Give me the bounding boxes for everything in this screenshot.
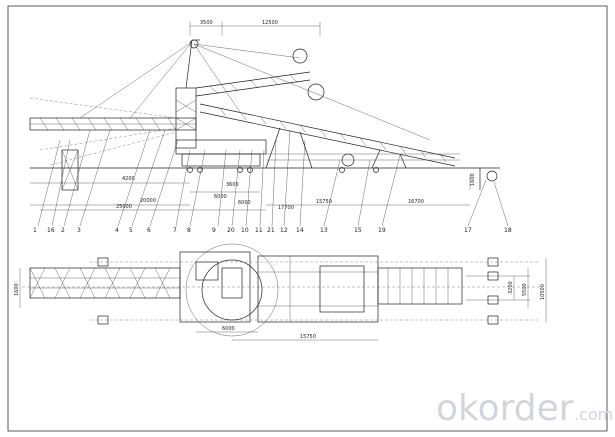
part-numbers: 1 16 2 3 4 5 6 7 8 9 20 10 11 21 12 14 1…	[33, 227, 512, 234]
part-number: 8	[187, 227, 191, 234]
part-number: 18	[504, 227, 512, 234]
dim-label: 16700	[408, 199, 424, 205]
dim-label: 17700	[278, 205, 294, 211]
part-number: 20	[227, 227, 235, 234]
dim-label: 25000	[116, 204, 132, 210]
part-number: 4	[115, 227, 119, 234]
part-number: 2	[61, 227, 65, 234]
watermark-brand: okorder	[436, 388, 574, 429]
dim-label: 3200	[508, 281, 514, 294]
part-number: 12	[280, 227, 288, 234]
part-number: 5	[129, 227, 133, 234]
dim-label: 15750	[316, 199, 332, 205]
dim-label: 12500	[262, 20, 278, 26]
dim-label: 15750	[300, 334, 316, 340]
dim-label: 10500	[540, 284, 546, 300]
dim-label: 20000	[140, 198, 156, 204]
dim-label: 4200	[122, 176, 135, 182]
part-number: 3	[77, 227, 81, 234]
part-number: 19	[378, 227, 386, 234]
dim-label: 5500	[522, 283, 528, 296]
part-number: 13	[320, 227, 328, 234]
part-number: 14	[296, 227, 304, 234]
part-number: 9	[212, 227, 216, 234]
dim-label: 6000	[214, 194, 227, 200]
dim-label: 1600	[14, 283, 20, 296]
dim-label: 6000	[222, 326, 235, 332]
watermark-suffix: .com	[574, 405, 613, 424]
plan-dimensions: 6000 15750 1600 3200 5500 10500	[14, 281, 546, 340]
watermark: okorder .com	[436, 388, 613, 429]
dim-label: 3500	[200, 20, 213, 26]
part-number: 6	[147, 227, 151, 234]
part-number: 17	[464, 227, 472, 234]
part-number: 11	[255, 227, 263, 234]
elevation-view	[29, 22, 509, 227]
part-number: 21	[267, 227, 275, 234]
part-number: 10	[241, 227, 249, 234]
part-number: 16	[47, 227, 55, 234]
dim-label: 3600	[226, 182, 239, 188]
plan-view	[19, 243, 547, 341]
drawing-frame	[7, 5, 608, 432]
dim-label: 6000	[238, 200, 251, 206]
part-number: 15	[354, 227, 362, 234]
elevation-dimensions: 3500 12500 20000 6000 3600 4200 25000 60…	[116, 20, 476, 211]
part-number: 1	[33, 227, 37, 234]
part-number: 7	[173, 227, 177, 234]
dim-label: 1600	[470, 173, 476, 186]
